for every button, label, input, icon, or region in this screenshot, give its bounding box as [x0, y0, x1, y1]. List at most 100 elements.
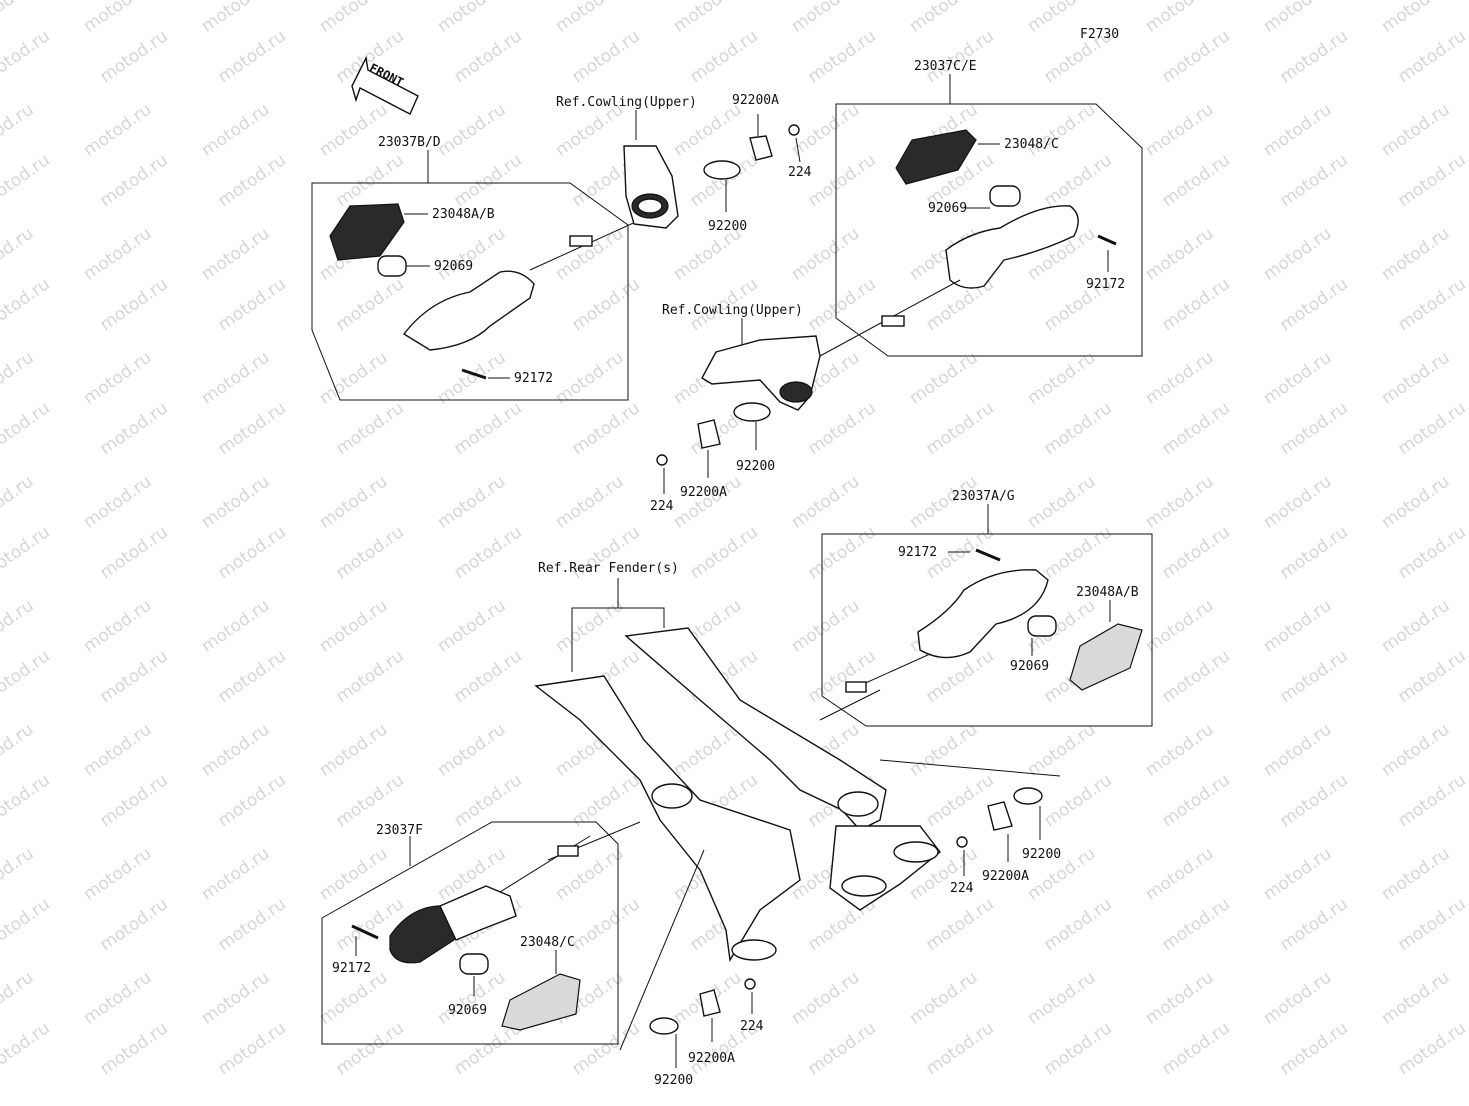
watermark-text: motod.ru	[80, 968, 155, 1029]
clip-top-b-label: 92200	[708, 219, 747, 234]
bolt-top-label: 224	[788, 165, 812, 180]
watermark-text: motod.ru	[804, 26, 879, 87]
watermark-text: motod.ru	[1276, 26, 1351, 87]
clip-top-b	[703, 160, 741, 180]
watermark-text: motod.ru	[906, 0, 981, 37]
watermark-text: motod.ru	[214, 398, 289, 459]
watermark-text: motod.ru	[0, 472, 37, 533]
lens-rear-left	[501, 973, 581, 1031]
watermark-text: motod.ru	[316, 596, 391, 657]
fender-stay-left	[534, 675, 801, 963]
watermark-text: motod.ru	[332, 646, 407, 707]
watermark-text: motod.ru	[1158, 894, 1233, 955]
watermark-text: motod.ru	[214, 150, 289, 211]
ref-cowling-upper-2: Ref.Cowling(Upper)	[662, 303, 803, 318]
watermark-text: motod.ru	[1394, 26, 1469, 87]
watermark-text: motod.ru	[80, 472, 155, 533]
clip-mid-a-label: 92200A	[680, 485, 727, 500]
bulb-front-right	[989, 185, 1021, 207]
watermark-text: motod.ru	[316, 720, 391, 781]
rear-left-turn-signal-group: 23037F 92172 92069 23048/C	[321, 821, 619, 1045]
watermark-text: motod.ru	[922, 894, 997, 955]
watermark-text: motod.ru	[96, 150, 171, 211]
clip-top-a	[749, 135, 773, 161]
watermark-text: motod.ru	[804, 274, 879, 335]
watermark-text: motod.ru	[96, 26, 171, 87]
watermark-text: motod.ru	[1276, 1018, 1351, 1079]
watermark-text: motod.ru	[0, 150, 54, 211]
housing-front-right	[945, 205, 1079, 289]
watermark-text: motod.ru	[80, 348, 155, 409]
watermark-text: motod.ru	[1394, 274, 1469, 335]
watermark-text: motod.ru	[80, 0, 155, 37]
watermark-text: motod.ru	[0, 398, 54, 459]
watermark-text: motod.ru	[568, 894, 643, 955]
watermark-text: motod.ru	[434, 472, 509, 533]
watermark-text: motod.ru	[922, 1018, 997, 1079]
watermark-text: motod.ru	[1394, 646, 1469, 707]
watermark-text: motod.ru	[552, 596, 627, 657]
watermark-text: motod.ru	[906, 348, 981, 409]
front-right-assy-frame	[835, 103, 1143, 357]
watermark-text: motod.ru	[434, 596, 509, 657]
watermark-text: motod.ru	[1394, 770, 1469, 831]
rear-right-assy-frame	[821, 533, 1153, 727]
watermark-text: motod.ru	[80, 224, 155, 285]
watermark-text: motod.ru	[804, 522, 879, 583]
watermark-text: motod.ru	[1158, 770, 1233, 831]
watermark-text: motod.ru	[1378, 720, 1453, 781]
watermark-text: motod.ru	[214, 26, 289, 87]
watermark-text: motod.ru	[198, 596, 273, 657]
watermark-text: motod.ru	[450, 646, 525, 707]
watermark-text: motod.ru	[1260, 472, 1335, 533]
lens-front-right	[895, 129, 977, 185]
watermark-text: motod.ru	[316, 968, 391, 1029]
watermark-text: motod.ru	[316, 844, 391, 905]
watermark-text: motod.ru	[1142, 844, 1217, 905]
watermark-text: motod.ru	[1158, 274, 1233, 335]
watermark-text: motod.ru	[1142, 224, 1217, 285]
watermark-text: motod.ru	[332, 522, 407, 583]
watermark-text: motod.ru	[1260, 224, 1335, 285]
watermark-text: motod.ru	[1276, 770, 1351, 831]
watermark-text: motod.ru	[1142, 348, 1217, 409]
watermark-text: motod.ru	[1394, 150, 1469, 211]
bulb-rear-right	[1027, 615, 1057, 637]
lens-front-left-label: 23048A/B	[432, 207, 495, 222]
watermark-text: motod.ru	[906, 720, 981, 781]
watermark-text: motod.ru	[0, 646, 54, 707]
housing-rear-right	[917, 569, 1049, 659]
watermark-text: motod.ru	[788, 0, 863, 37]
watermark-text: motod.ru	[0, 1018, 54, 1079]
watermark-text: motod.ru	[198, 348, 273, 409]
clip-right-a-label: 92200A	[982, 869, 1029, 884]
watermark-text: motod.ru	[434, 720, 509, 781]
watermark-text: motod.ru	[96, 1018, 171, 1079]
clip-bottom-b-label: 92200	[654, 1073, 693, 1088]
watermark-text: motod.ru	[1142, 100, 1217, 161]
watermark-text: motod.ru	[1024, 348, 1099, 409]
watermark-text: motod.ru	[0, 274, 54, 335]
bolt-bottom-label: 224	[740, 1019, 764, 1034]
watermark-text: motod.ru	[0, 348, 37, 409]
watermark-text: motod.ru	[0, 720, 37, 781]
watermark-text: motod.ru	[198, 844, 273, 905]
watermark-text: motod.ru	[1260, 720, 1335, 781]
watermark-text: motod.ru	[198, 224, 273, 285]
lens-rear-right	[1069, 623, 1143, 691]
watermark-text: motod.ru	[804, 1018, 879, 1079]
fender-stay-right	[624, 627, 887, 831]
watermark-text: motod.ru	[0, 224, 37, 285]
cowling-bracket-middle: Ref.Cowling(Upper) 92200 92200A 224	[650, 303, 821, 514]
watermark-text: motod.ru	[198, 720, 273, 781]
watermark-text: motod.ru	[1394, 398, 1469, 459]
watermark-text: motod.ru	[1378, 596, 1453, 657]
watermark-text: motod.ru	[1260, 348, 1335, 409]
watermark-text: motod.ru	[80, 720, 155, 781]
rear-fender-bracket: Ref.Rear Fender(s) 92200 92200A 224	[534, 561, 1061, 1051]
assy-rear-left-label: 23037F	[376, 823, 423, 838]
watermark-text: motod.ru	[0, 770, 54, 831]
watermark-text: motod.ru	[670, 472, 745, 533]
watermark-text: motod.ru	[198, 472, 273, 533]
